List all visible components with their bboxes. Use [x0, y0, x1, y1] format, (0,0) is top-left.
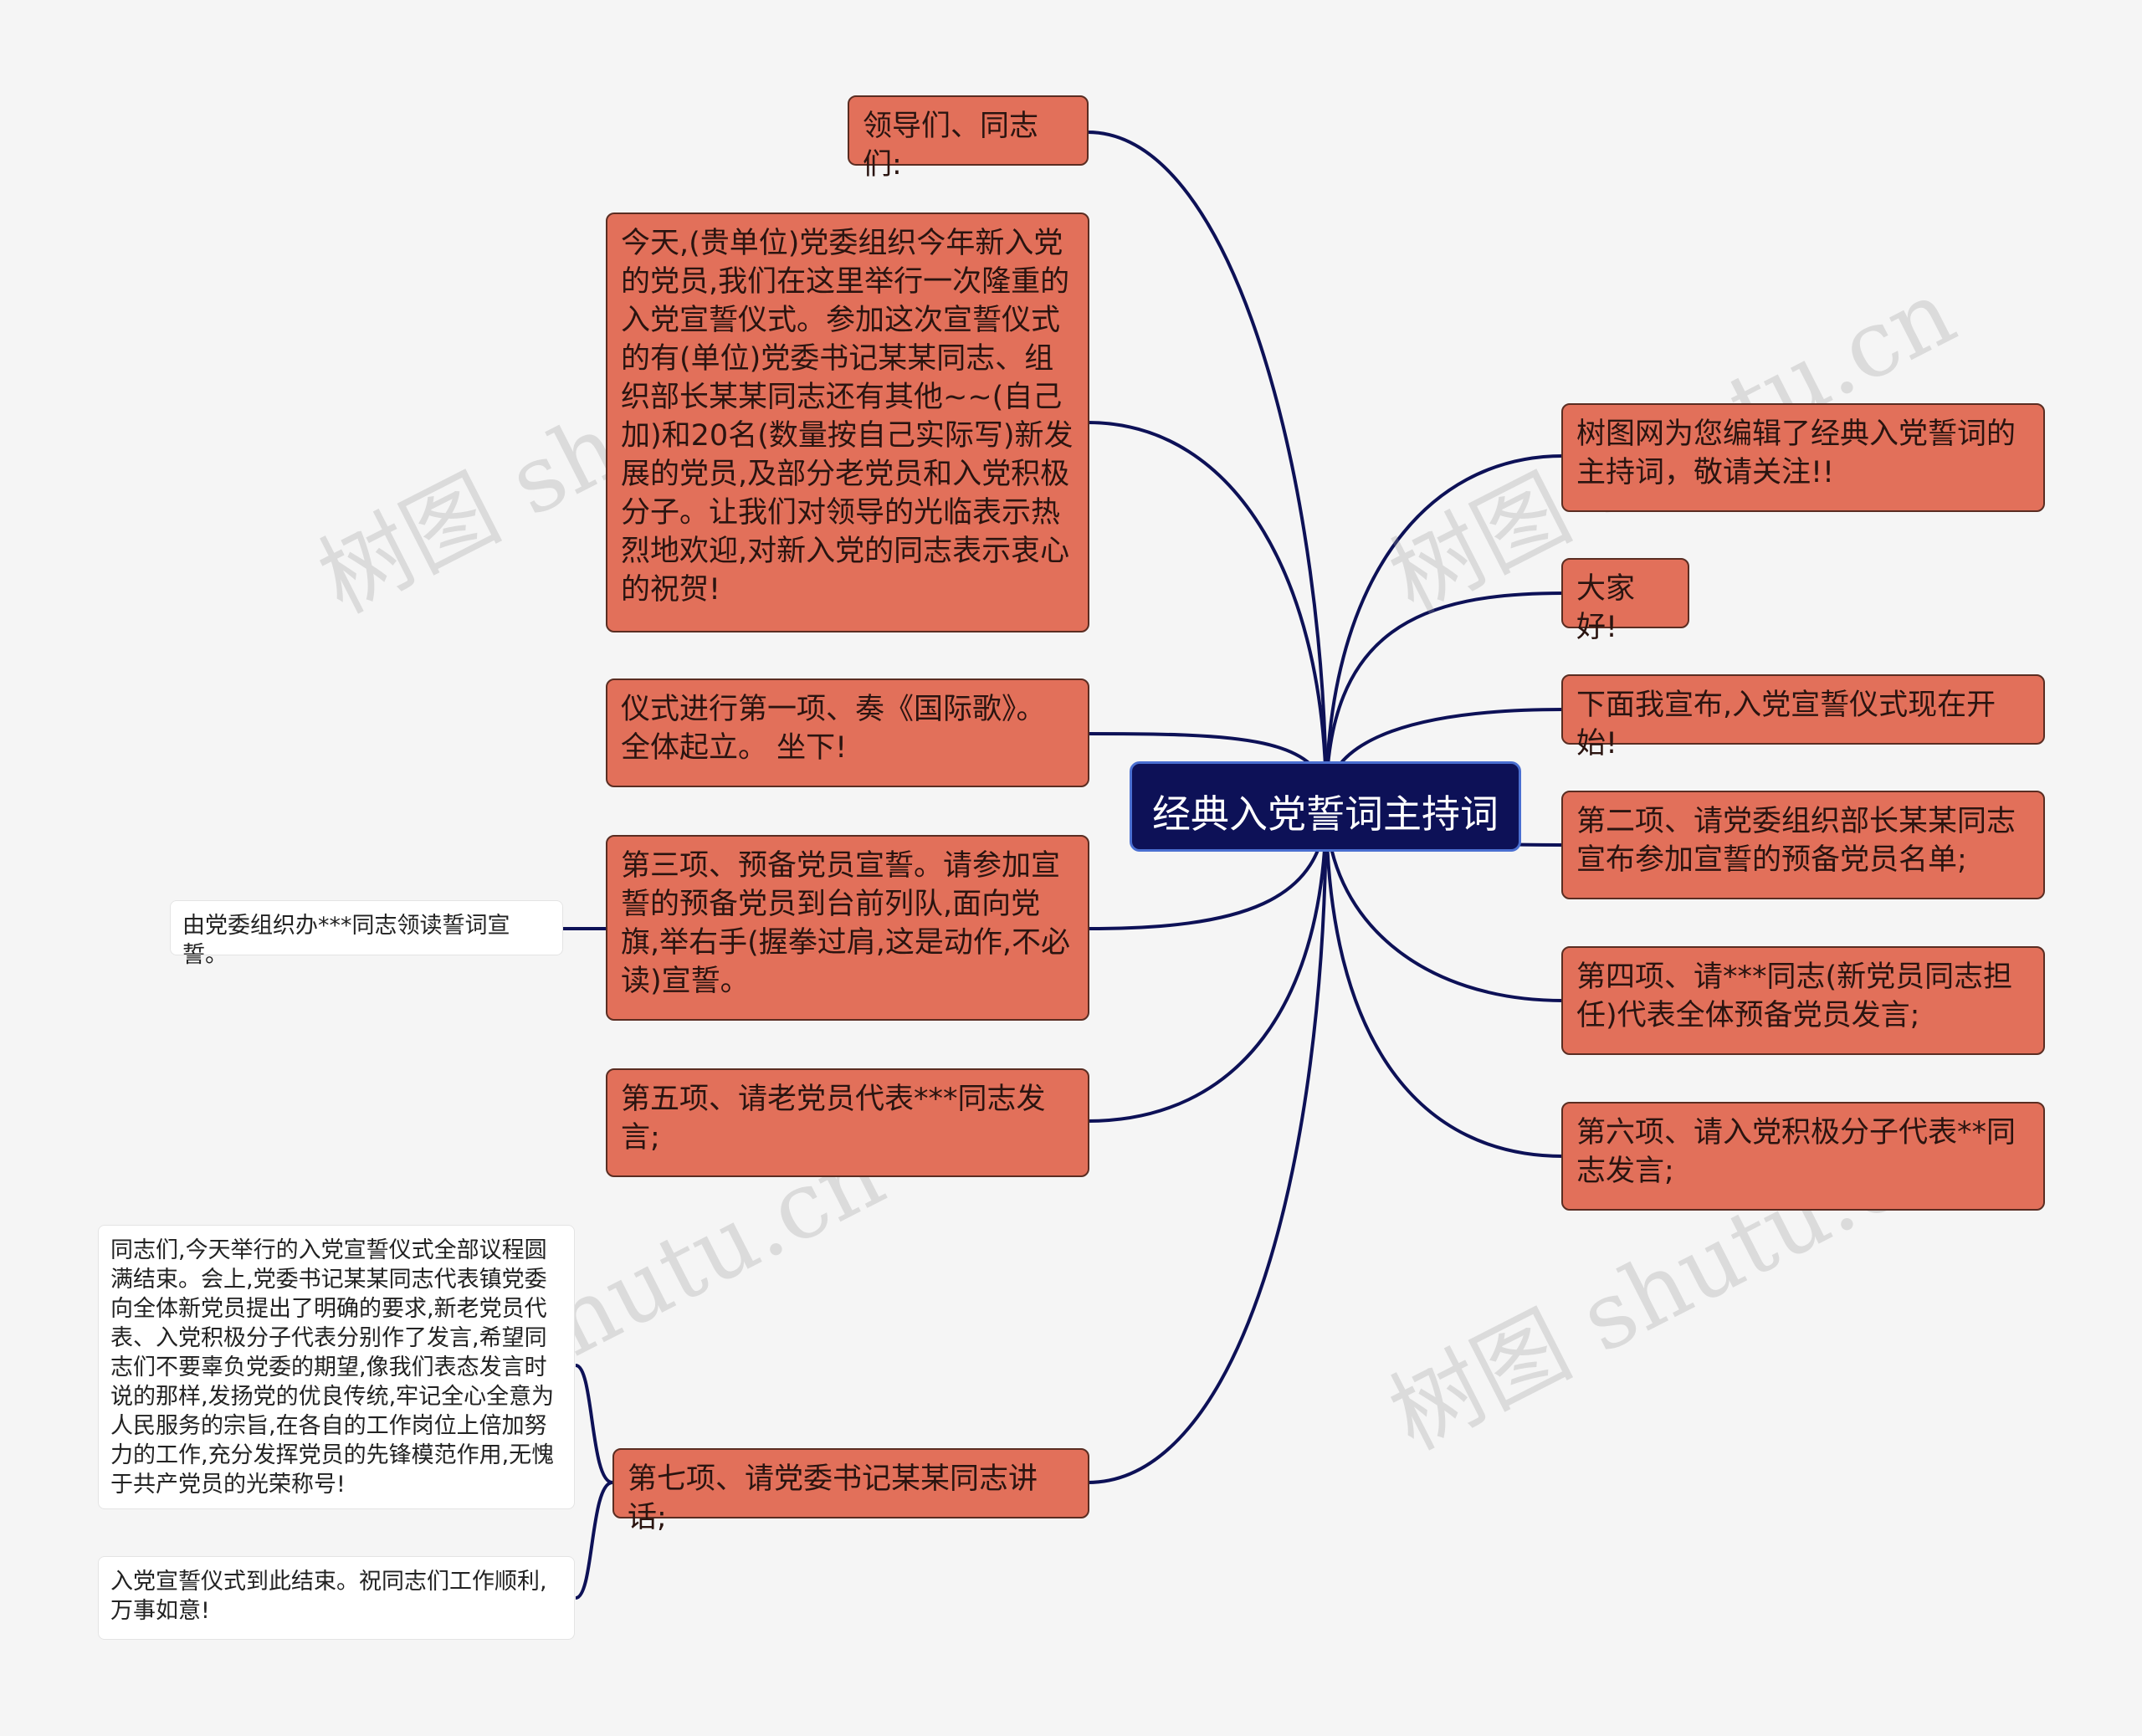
- link-L2: [1087, 421, 1328, 804]
- topic-node-R5[interactable]: 第四项、请***同志(新党员同志担任)代表全体预备党员发言;: [1561, 946, 2045, 1055]
- topic-node-R6[interactable]: 第六项、请入党积极分子代表**同志发言;: [1561, 1102, 2045, 1211]
- topic-node-R3[interactable]: 下面我宣布,入党宣誓仪式现在开始!: [1561, 674, 2045, 760]
- subtopic-node-S1[interactable]: 由党委组织办***同志领读誓词宣誓。: [170, 900, 563, 968]
- subtopic-node-S2[interactable]: 同志们,今天举行的入党宣誓仪式全部议程圆满结束。会上,党委书记某某同志代表镇党委…: [98, 1225, 575, 1509]
- topic-node-L5[interactable]: 第五项、请老党员代表***同志发言;: [606, 1068, 1089, 1177]
- link-L1: [1087, 131, 1328, 804]
- topic-node-R4[interactable]: 第二项、请党委组织部长某某同志宣布参加宣誓的预备党员名单;: [1561, 791, 2045, 899]
- topic-node-L2[interactable]: 今天,(贵单位)党委组织今年新入党的党员,我们在这里举行一次隆重的入党宣誓仪式。…: [606, 213, 1089, 632]
- topic-node-L1[interactable]: 领导们、同志们:: [848, 95, 1089, 182]
- link-S3: [575, 1481, 613, 1600]
- topic-node-R1[interactable]: 树图网为您编辑了经典入党誓词的主持词，敬请关注!!: [1561, 403, 2045, 512]
- subtopic-node-S3[interactable]: 入党宣誓仪式到此结束。祝同志们工作顺利,万事如意!: [98, 1556, 575, 1640]
- topic-node-L3[interactable]: 仪式进行第一项、奏《国际歌》。全体起立。 坐下!: [606, 679, 1089, 787]
- root-topic[interactable]: 经典入党誓词主持词: [1130, 761, 1521, 852]
- topic-node-L6[interactable]: 第七项、请党委书记某某同志讲话;: [612, 1448, 1089, 1534]
- topic-node-R2[interactable]: 大家好!: [1561, 558, 1689, 644]
- topic-node-L4[interactable]: 第三项、预备党员宣誓。请参加宣誓的预备党员到台前列队,面向党旗,举右手(握拳过肩…: [606, 835, 1089, 1021]
- link-R1: [1325, 454, 1564, 804]
- link-S2: [575, 1364, 613, 1484]
- link-L6: [1087, 802, 1328, 1484]
- link-L5: [1087, 802, 1328, 1123]
- link-R2: [1325, 591, 1564, 804]
- link-R6: [1325, 802, 1564, 1158]
